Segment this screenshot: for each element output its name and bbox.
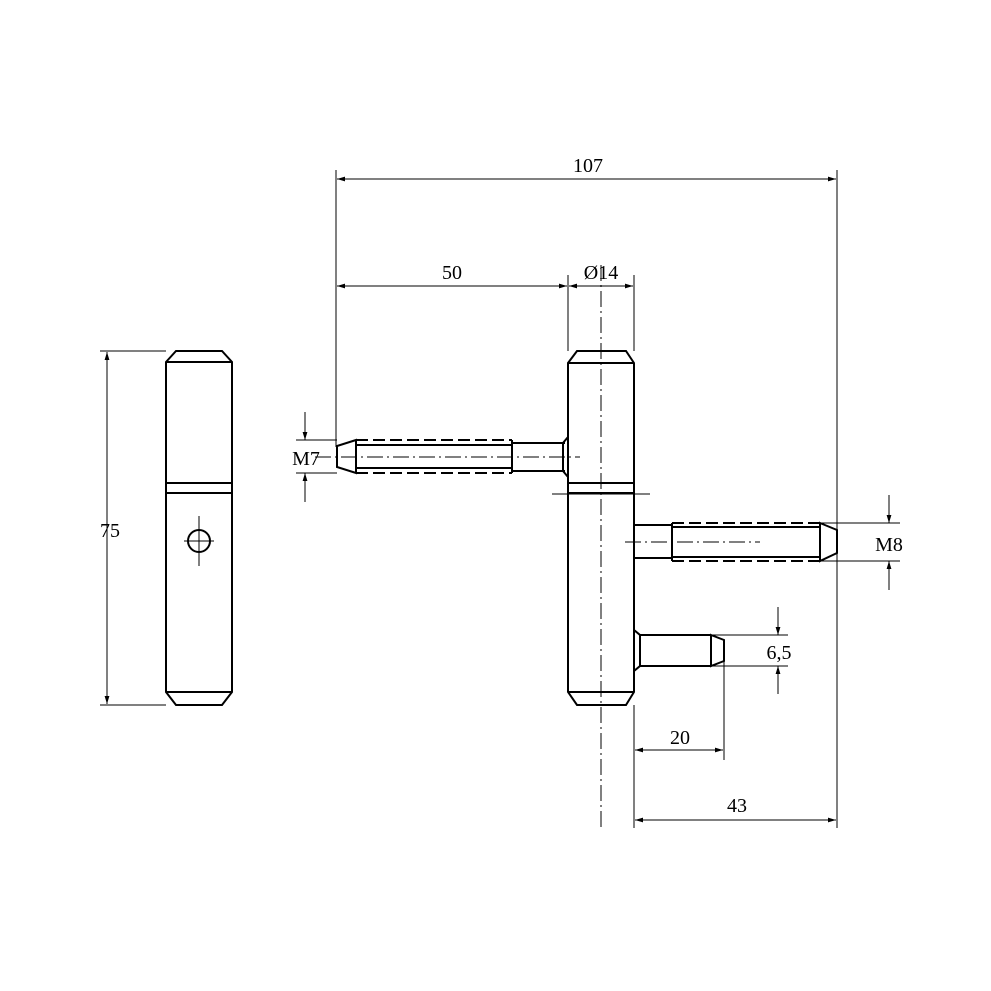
dim-lower-thread-label: M8 [875, 534, 903, 556]
dim-height-label: 75 [100, 520, 120, 542]
dim-upper-thread-label: M7 [292, 448, 320, 470]
dim-overall-width-label: 107 [573, 155, 603, 177]
dim-offset-length: 43 [635, 795, 836, 823]
dim-pin-length: 50 [337, 262, 567, 289]
dim-small-pin-diameter-label: 6,5 [767, 642, 792, 664]
dim-offset-length-label: 43 [727, 795, 747, 817]
side-view [165, 350, 233, 706]
dim-overall-width: 107 [337, 155, 836, 182]
dim-small-pin-diameter: 6,5 [711, 607, 792, 694]
dim-pin-length-label: 50 [442, 262, 462, 284]
hinge-barrel [552, 265, 650, 830]
dim-height: 75 [100, 350, 166, 706]
small-pin [633, 629, 725, 672]
dim-upper-thread: M7 [292, 412, 337, 502]
dim-small-pin-length-label: 20 [670, 727, 690, 749]
upper-pin [315, 436, 580, 478]
dim-barrel-diameter-label: Ø14 [584, 262, 618, 284]
lower-threaded-pin [625, 521, 838, 563]
dim-barrel-diameter: Ø14 [569, 262, 633, 289]
dim-small-pin-length: 20 [635, 727, 723, 753]
dim-lower-thread: M8 [820, 495, 903, 590]
